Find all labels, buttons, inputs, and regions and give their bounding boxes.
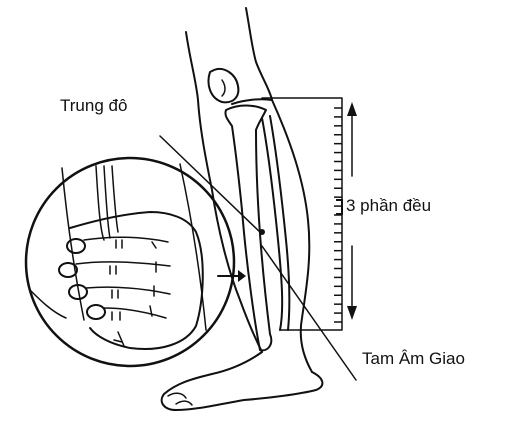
- tibia-bone: [225, 106, 271, 351]
- leader-line-trung-do: [160, 136, 262, 234]
- hand-measure-inset: [26, 158, 234, 366]
- down-arrow-icon: [347, 306, 357, 320]
- label-trung-do: Trung đô: [60, 96, 127, 115]
- point-trung-do: [259, 229, 265, 235]
- ruler-marker: [336, 200, 342, 214]
- label-3-phan-deu: 3 phần đều: [346, 196, 431, 215]
- up-arrow-icon: [347, 102, 357, 116]
- ruler-ticks: [334, 108, 342, 322]
- label-tam-am-giao: Tam Âm Giao: [362, 349, 465, 368]
